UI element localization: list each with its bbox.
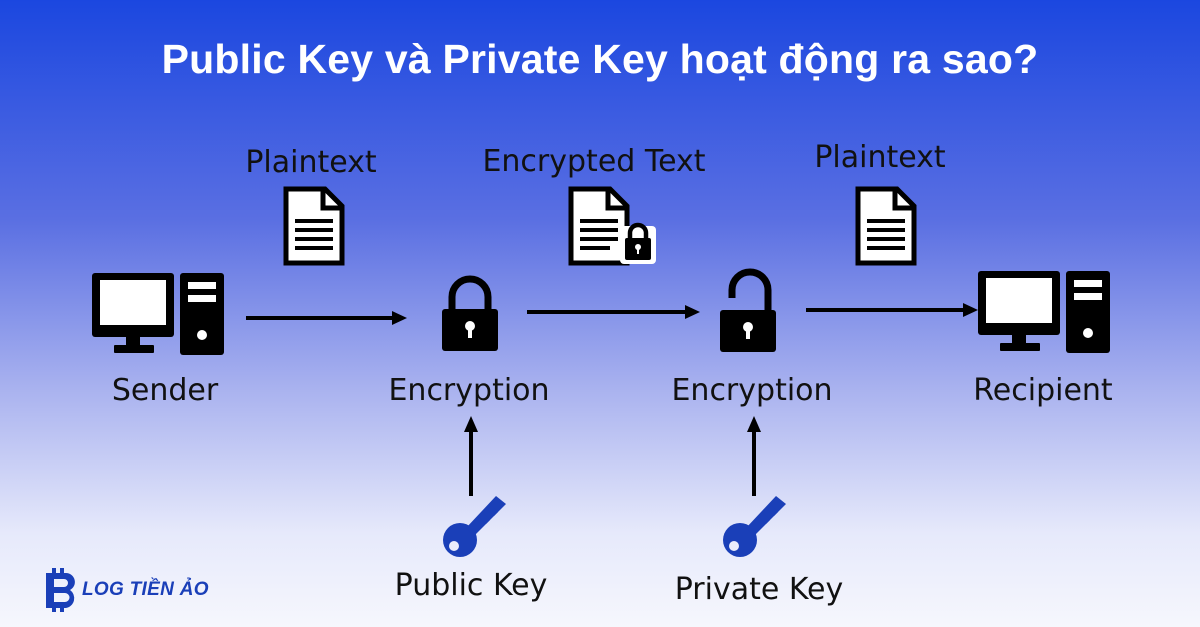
document-icon	[283, 186, 345, 266]
private-key-label: Private Key	[674, 572, 844, 607]
private-key-icon	[723, 496, 786, 557]
lock-icon	[442, 275, 498, 351]
unlock-icon	[720, 268, 776, 352]
brand-logo: LOG TIỀN ẢO	[44, 568, 209, 612]
public-key-label: Public Key	[394, 568, 548, 603]
document-icon	[855, 186, 917, 266]
sender-label: Sender	[111, 373, 219, 408]
encrypted-document-icon	[568, 186, 656, 266]
encryption-label-2: Encryption	[671, 373, 833, 408]
encrypted-text-label: Encrypted Text	[482, 144, 706, 179]
computer-icon	[978, 271, 1110, 353]
plaintext-label-2: Plaintext	[814, 140, 946, 175]
bitcoin-b-logo-icon	[46, 568, 75, 612]
logo-text: LOG TIỀN ẢO	[82, 579, 209, 600]
encryption-label-1: Encryption	[388, 373, 550, 408]
public-key-icon	[443, 496, 506, 557]
plaintext-label-1: Plaintext	[245, 145, 377, 180]
computer-icon	[92, 273, 224, 355]
recipient-label: Recipient	[973, 373, 1113, 408]
page-title: Public Key và Private Key hoạt động ra s…	[161, 36, 1039, 82]
